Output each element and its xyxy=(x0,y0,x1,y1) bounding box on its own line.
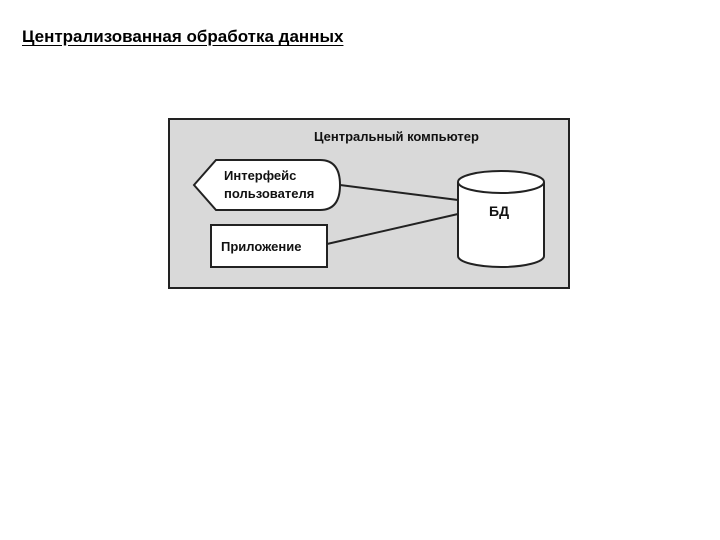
user-interface-node xyxy=(192,159,342,211)
application-node xyxy=(210,224,328,268)
database-label: БД xyxy=(489,203,509,219)
application-to-db-connector xyxy=(326,213,459,245)
user-interface-label-line2: пользователя xyxy=(224,186,314,201)
database-cylinder-body xyxy=(457,182,545,268)
interface-to-db-connector xyxy=(339,184,459,201)
user-interface-label-line1: Интерфейс xyxy=(224,168,296,183)
slide-title: Централизованная обработка данных xyxy=(22,27,344,46)
database-cylinder-top xyxy=(457,170,545,194)
central-computer-label: Центральный компьютер xyxy=(314,129,479,144)
database-node xyxy=(457,170,545,268)
application-label: Приложение xyxy=(221,239,301,254)
